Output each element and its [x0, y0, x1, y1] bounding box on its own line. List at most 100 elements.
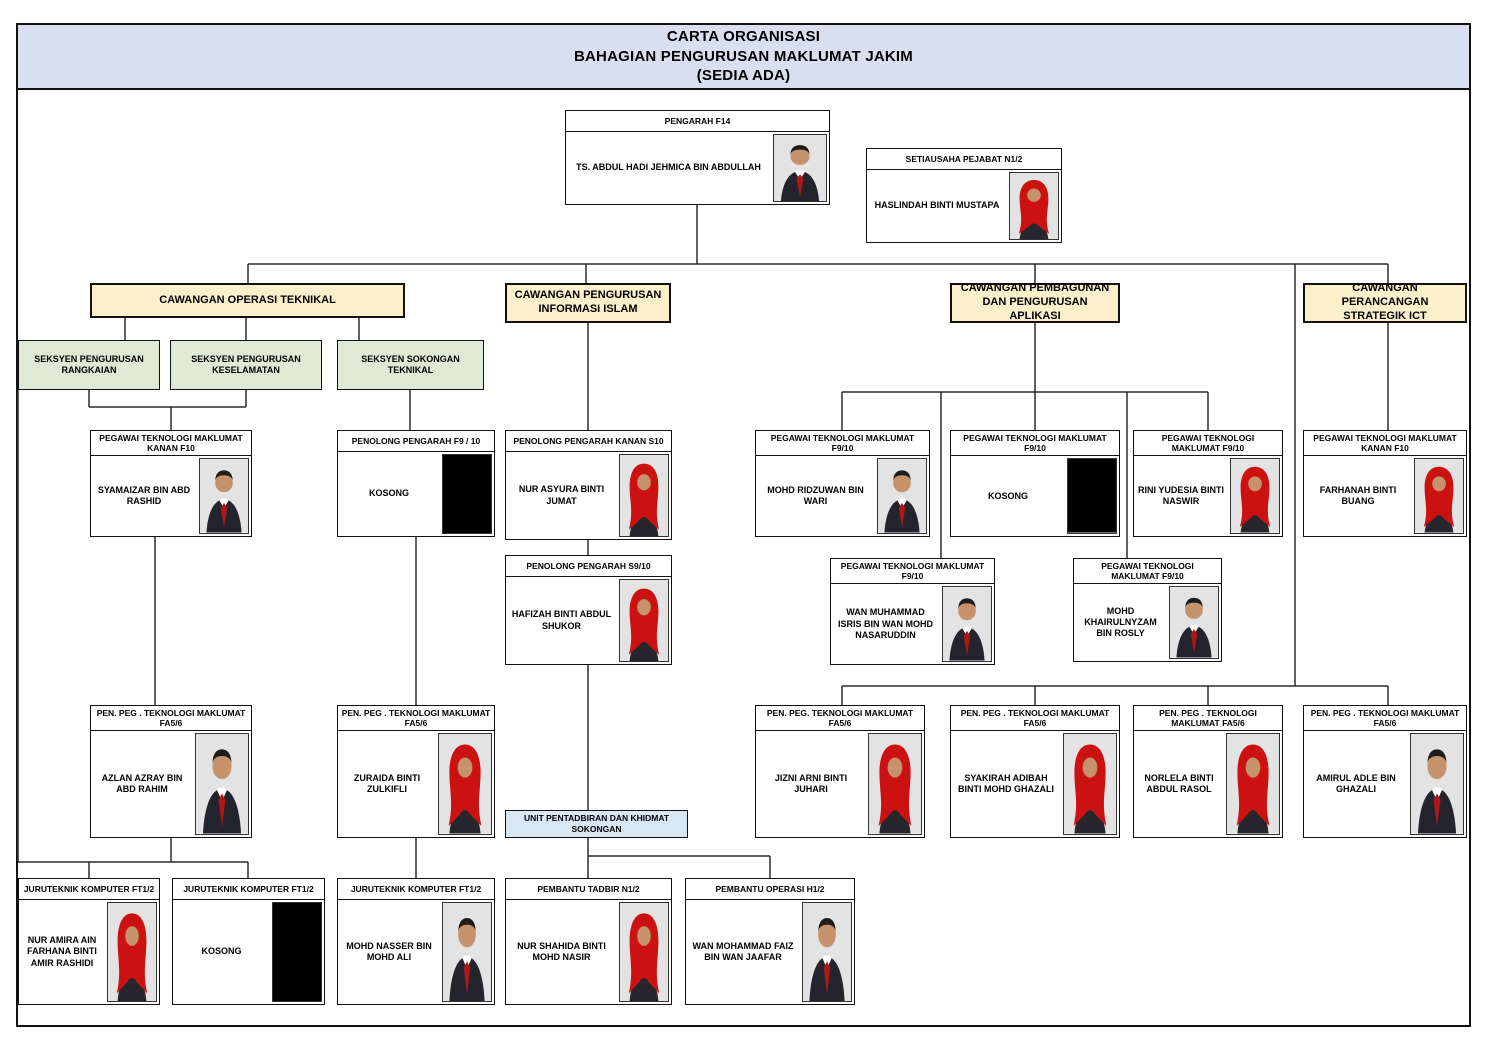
org-node-amira: JURUTEKNIK KOMPUTER FT1/2 NUR AMIRA AIN …	[18, 878, 160, 1005]
portrait-photo	[1414, 458, 1464, 534]
role-title: PEN. PEG. TEKNOLOGI MAKLUMAT FA5/6	[756, 706, 924, 732]
portrait-photo	[868, 733, 922, 835]
role-title: PEMBANTU TADBIR N1/2	[506, 879, 671, 900]
portrait-photo	[442, 902, 492, 1002]
portrait-photo	[802, 902, 852, 1002]
person-name: TS. ABDUL HADI JEHMICA BIN ABDULLAH	[576, 162, 761, 173]
org-node-khairulnyzam: PEGAWAI TEKNOLOGI MAKLUMAT F9/10 MOHD KH…	[1073, 558, 1222, 662]
org-node-rini: PEGAWAI TEKNOLOGI MAKLUMAT F9/10 RINI YU…	[1133, 430, 1283, 537]
role-title: PEGAWAI TEKNOLOGI MAKLUMAT F9/10	[756, 431, 929, 457]
portrait-photo	[1063, 733, 1117, 835]
portrait-photo	[773, 134, 827, 202]
role-title: JURUTEKNIK KOMPUTER FT1/2	[173, 879, 324, 900]
org-node-azlan: PEN. PEG . TEKNOLOGI MAKLUMAT FA5/6 AZLA…	[90, 705, 252, 838]
role-title: PEN. PEG . TEKNOLOGI MAKLUMAT FA5/6	[338, 706, 494, 732]
role-title: PEN. PEG . TEKNOLOGI MAKLUMAT FA5/6	[91, 706, 251, 732]
portrait-photo	[619, 454, 669, 537]
role-title: JURUTEKNIK KOMPUTER FT1/2	[19, 879, 159, 900]
portrait-photo	[619, 579, 669, 662]
org-node-syamaizar: PEGAWAI TEKNOLOGI MAKLUMAT KANAN F10 SYA…	[90, 430, 252, 537]
portrait-photo-vacant	[1067, 458, 1117, 534]
role-title: PEMBANTU OPERASI H1/2	[686, 879, 854, 900]
person-name: SYAKIRAH ADIBAH BINTI MOHD GHAZALI	[958, 772, 1054, 795]
portrait-photo	[107, 902, 157, 1002]
person-name: MOHD RIDZUWAN BIN WARI	[767, 484, 864, 507]
person-name: FARHANAH BINTI BUANG	[1319, 484, 1397, 507]
role-title: SETIAUSAHA PEJABAT N1/2	[867, 149, 1061, 170]
person-name: WAN MOHAMMAD FAIZ BIN WAN JAAFAR	[692, 940, 794, 962]
branch-pembagunan-aplikasi: CAWANGAN PEMBAGUNAN DAN PENGURUSAN APLIK…	[950, 282, 1120, 323]
person-name: HAFIZAH BINTI ABDUL SHUKOR	[511, 609, 612, 631]
portrait-photo	[1226, 733, 1280, 835]
org-node-norlela: PEN. PEG . TEKNOLOGI MAKLUMAT FA5/6 NORL…	[1133, 705, 1283, 838]
branch-operasi-teknikal: CAWANGAN OPERASI TEKNIKAL	[90, 283, 405, 318]
branch-pengurusan-informasi-islam: CAWANGAN PENGURUSAN INFORMASI ISLAM	[505, 283, 671, 323]
section-sokongan-teknikal: SEKSYEN SOKONGAN TEKNIKAL	[337, 340, 484, 390]
unit-pentadbiran-khidmat-sokongan: UNIT PENTADBIRAN DAN KHIDMAT SOKONGAN	[505, 810, 688, 838]
portrait-photo-vacant	[442, 454, 492, 534]
role-title: PENOLONG PENGARAH S9/10	[506, 556, 671, 577]
person-name: MOHD NASSER BIN MOHD ALI	[346, 940, 432, 962]
portrait-photo	[195, 733, 249, 835]
org-node-jizni: PEN. PEG. TEKNOLOGI MAKLUMAT FA5/6 JIZNI…	[755, 705, 925, 838]
person-name: ZURAIDA BINTI ZULKIFLI	[353, 772, 421, 795]
role-title: PEN. PEG . TEKNOLOGI MAKLUMAT FA5/6	[1304, 706, 1466, 732]
portrait-photo	[619, 902, 669, 1002]
org-node-asyura: PENOLONG PENGARAH KANAN S10 NUR ASYURA B…	[505, 430, 672, 540]
chart-title-line1: CARTA ORGANISASI	[666, 28, 821, 46]
person-name: MOHD KHAIRULNYZAM BIN ROSLY	[1084, 605, 1157, 639]
role-title: PEN. PEG . TEKNOLOGI MAKLUMAT FA5/6	[1134, 706, 1282, 732]
person-name: NUR SHAHIDA BINTI MOHD NASIR	[517, 940, 606, 962]
person-name: KOSONG	[987, 490, 1028, 501]
person-name: NORLELA BINTI ABDUL RASOL	[1144, 772, 1214, 795]
portrait-photo-vacant	[272, 902, 322, 1002]
person-name: AZLAN AZRAY BIN ABD RAHIM	[101, 772, 183, 795]
role-title: PEGAWAI TEKNOLOGI MAKLUMAT F9/10	[1074, 559, 1221, 585]
person-name: RINI YUDESIA BINTI NASWIR	[1138, 484, 1225, 507]
portrait-photo	[1230, 458, 1280, 534]
org-node-setiausaha: SETIAUSAHA PEJABAT N1/2 HASLINDAH BINTI …	[866, 148, 1062, 243]
role-title: PEN. PEG . TEKNOLOGI MAKLUMAT FA5/6	[951, 706, 1119, 732]
person-name: JIZNI ARNI BINTI JUHARI	[774, 772, 848, 795]
person-name: NUR AMIRA AIN FARHANA BINTI AMIR RASHIDI	[27, 935, 97, 968]
branch-perancangan-strategik-ict: CAWANGAN PERANCANGAN STRATEGIK ICT	[1303, 282, 1467, 323]
person-name: HASLINDAH BINTI MUSTAPA	[874, 200, 1000, 211]
portrait-photo	[1009, 172, 1059, 240]
portrait-photo	[438, 733, 492, 835]
portrait-photo	[877, 458, 927, 534]
person-name: WAN MUHAMMAD ISRIS BIN WAN MOHD NASARUDD…	[837, 607, 933, 640]
org-node-shahida: PEMBANTU TADBIR N1/2 NUR SHAHIDA BINTI M…	[505, 878, 672, 1005]
person-name: SYAMAIZAR BIN ABD RASHID	[97, 484, 191, 507]
org-node-syakirah: PEN. PEG . TEKNOLOGI MAKLUMAT FA5/6 SYAK…	[950, 705, 1120, 838]
org-node-isris: PEGAWAI TEKNOLOGI MAKLUMAT F9/10 WAN MUH…	[830, 558, 995, 665]
org-node-faiz: PEMBANTU OPERASI H1/2 WAN MOHAMMAD FAIZ …	[685, 878, 855, 1005]
section-pengurusan-keselamatan: SEKSYEN PENGURUSAN KESELAMATAN	[170, 340, 322, 390]
section-pengurusan-rangkaian: SEKSYEN PENGURUSAN RANGKAIAN	[18, 340, 160, 390]
org-node-pegawai-ti-kosong: PEGAWAI TEKNOLOGI MAKLUMAT F9/10 KOSONG	[950, 430, 1120, 537]
chart-title-line3: (SEDIA ADA)	[696, 67, 791, 85]
portrait-photo	[1410, 733, 1464, 835]
org-node-farhanah: PEGAWAI TEKNOLOGI MAKLUMAT KANAN F10 FAR…	[1303, 430, 1467, 537]
role-title: JURUTEKNIK KOMPUTER FT1/2	[338, 879, 494, 900]
role-title: PEGAWAI TEKNOLOGI MAKLUMAT F9/10	[951, 431, 1119, 457]
org-node-hafizah: PENOLONG PENGARAH S9/10 HAFIZAH BINTI AB…	[505, 555, 672, 665]
role-title: PENGARAH F14	[566, 111, 829, 132]
org-node-zuraida: PEN. PEG . TEKNOLOGI MAKLUMAT FA5/6 ZURA…	[337, 705, 495, 838]
org-node-amirul: PEN. PEG . TEKNOLOGI MAKLUMAT FA5/6 AMIR…	[1303, 705, 1467, 838]
role-title: PEGAWAI TEKNOLOGI MAKLUMAT F9/10	[831, 559, 994, 585]
role-title: PEGAWAI TEKNOLOGI MAKLUMAT F9/10	[1134, 431, 1282, 457]
person-name: NUR ASYURA BINTI JUMAT	[518, 484, 605, 506]
role-title: PEGAWAI TEKNOLOGI MAKLUMAT KANAN F10	[1304, 431, 1466, 457]
org-node-penolong-pengarah-kosong: PENOLONG PENGARAH F9 / 10 KOSONG	[337, 430, 495, 537]
org-node-pengarah: PENGARAH F14 TS. ABDUL HADI JEHMICA BIN …	[565, 110, 830, 205]
role-title: PEGAWAI TEKNOLOGI MAKLUMAT KANAN F10	[91, 431, 251, 457]
person-name: AMIRUL ADLE BIN GHAZALI	[1316, 772, 1396, 795]
portrait-photo	[1169, 586, 1219, 659]
portrait-photo	[942, 586, 992, 662]
role-title: PENOLONG PENGARAH F9 / 10	[338, 431, 494, 452]
portrait-photo	[199, 458, 249, 534]
person-name: KOSONG	[368, 488, 409, 499]
role-title: PENOLONG PENGARAH KANAN S10	[506, 431, 671, 452]
person-name: KOSONG	[201, 946, 242, 957]
